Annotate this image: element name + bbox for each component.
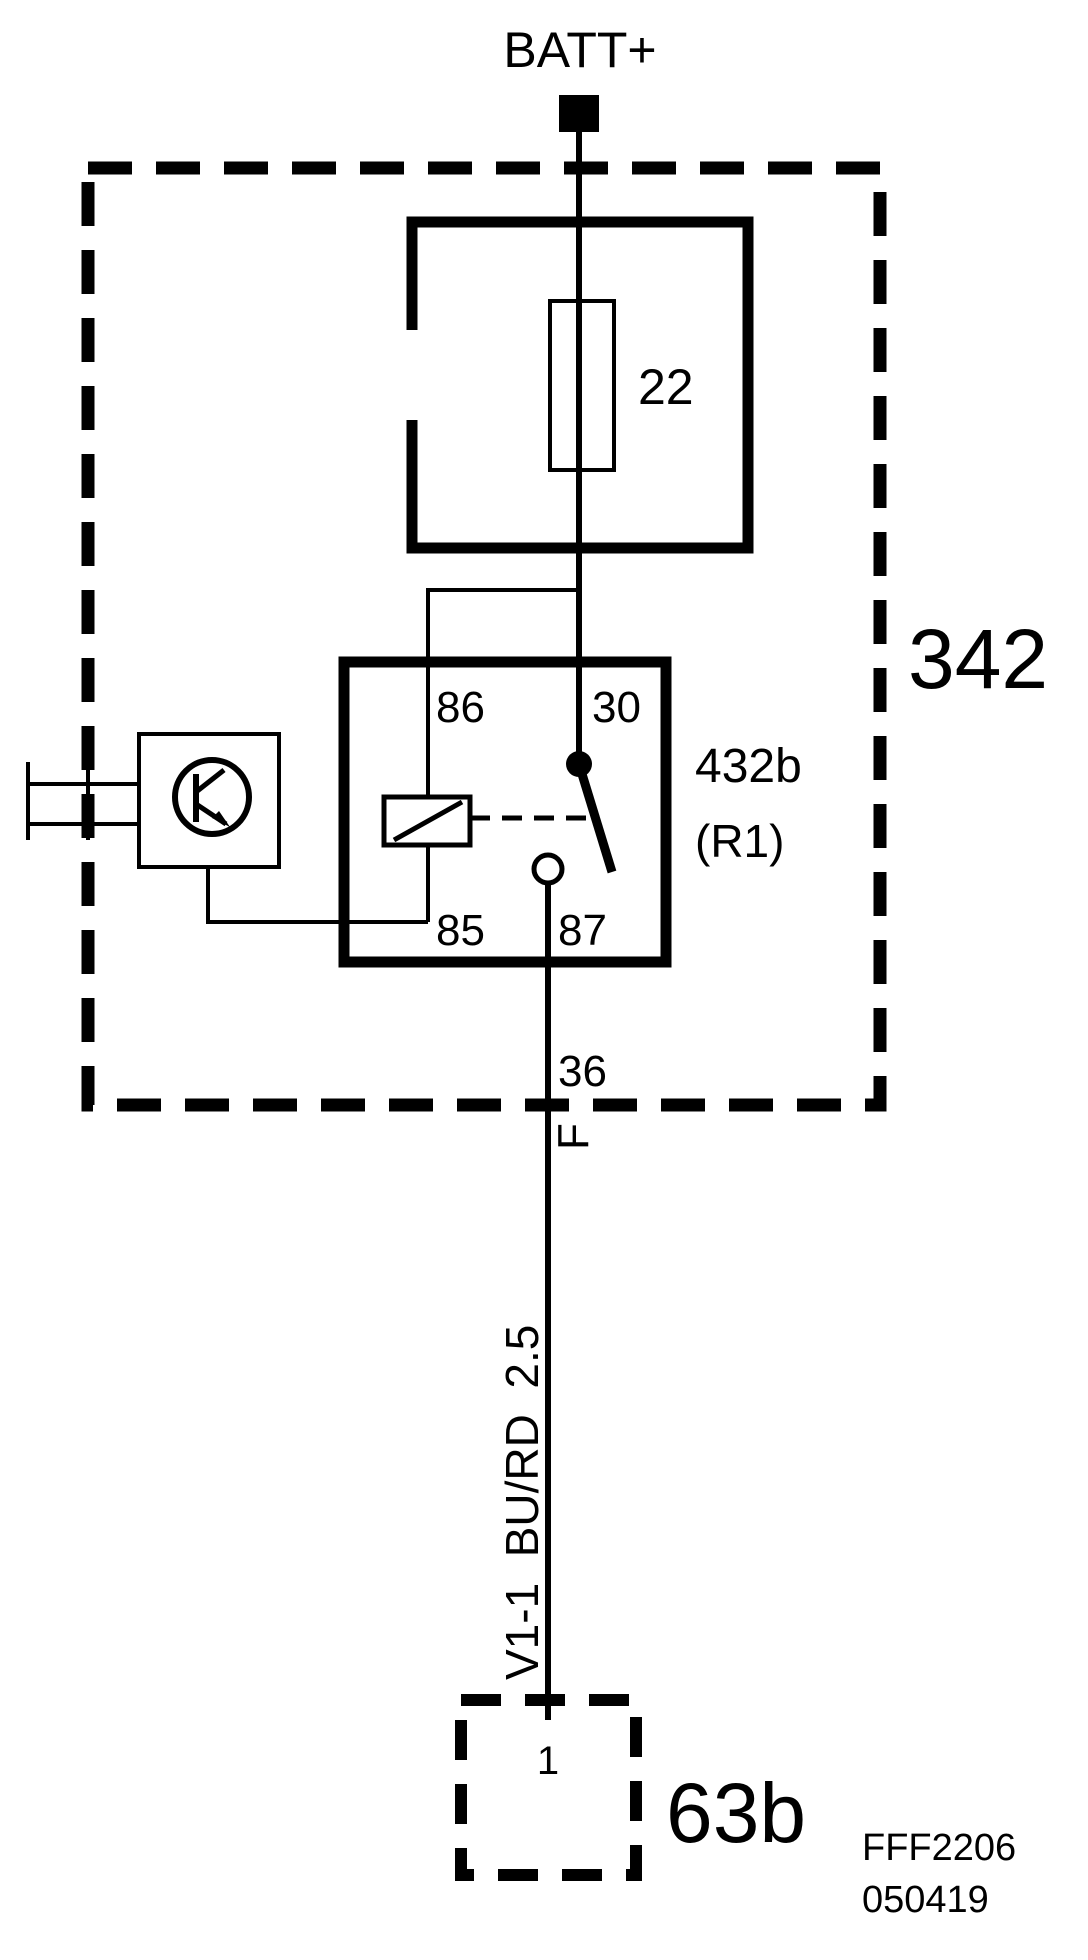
relay-pin-85: 85 — [436, 906, 485, 955]
relay-coil-diagonal — [392, 799, 464, 843]
module-label: 342 — [908, 612, 1048, 706]
drawing-date: 050419 — [862, 1879, 989, 1921]
relay-switch-arm — [577, 772, 617, 874]
connector-pin-label: 36 — [558, 1047, 607, 1096]
relay-id: 432b — [695, 740, 802, 793]
component-pin-label: 1 — [537, 1739, 559, 1783]
module-342-boundary — [81, 161, 887, 1112]
transistor-collector — [194, 768, 226, 794]
transistor-icon — [172, 757, 252, 837]
battery-terminal — [559, 95, 599, 132]
relay-pin-86: 86 — [436, 683, 485, 732]
relay-contact-87 — [531, 852, 565, 886]
driver-to-coil-wire — [206, 867, 428, 924]
transistor-driver-box — [137, 732, 281, 869]
relay-ref: (R1) — [695, 815, 784, 867]
fuse-label: 22 — [638, 359, 694, 415]
component-63b-boundary — [455, 1694, 642, 1881]
wire-label: V1-1 BU/RD 2.5 — [496, 1325, 548, 1680]
component-label: 63b — [666, 1766, 806, 1860]
relay-pin-87: 87 — [558, 906, 607, 955]
connector-letter: F — [549, 1123, 598, 1150]
relay-housing — [338, 656, 672, 968]
coil-feed-wire — [426, 588, 579, 797]
transistor-emitter-arrow — [212, 811, 230, 827]
drawing-code: FFF2206 — [862, 1827, 1016, 1869]
battery-label: BATT+ — [503, 22, 656, 78]
relay-contact-30 — [566, 751, 592, 777]
relay-pin-30: 30 — [592, 683, 641, 732]
fuse-block-frame — [406, 216, 754, 554]
